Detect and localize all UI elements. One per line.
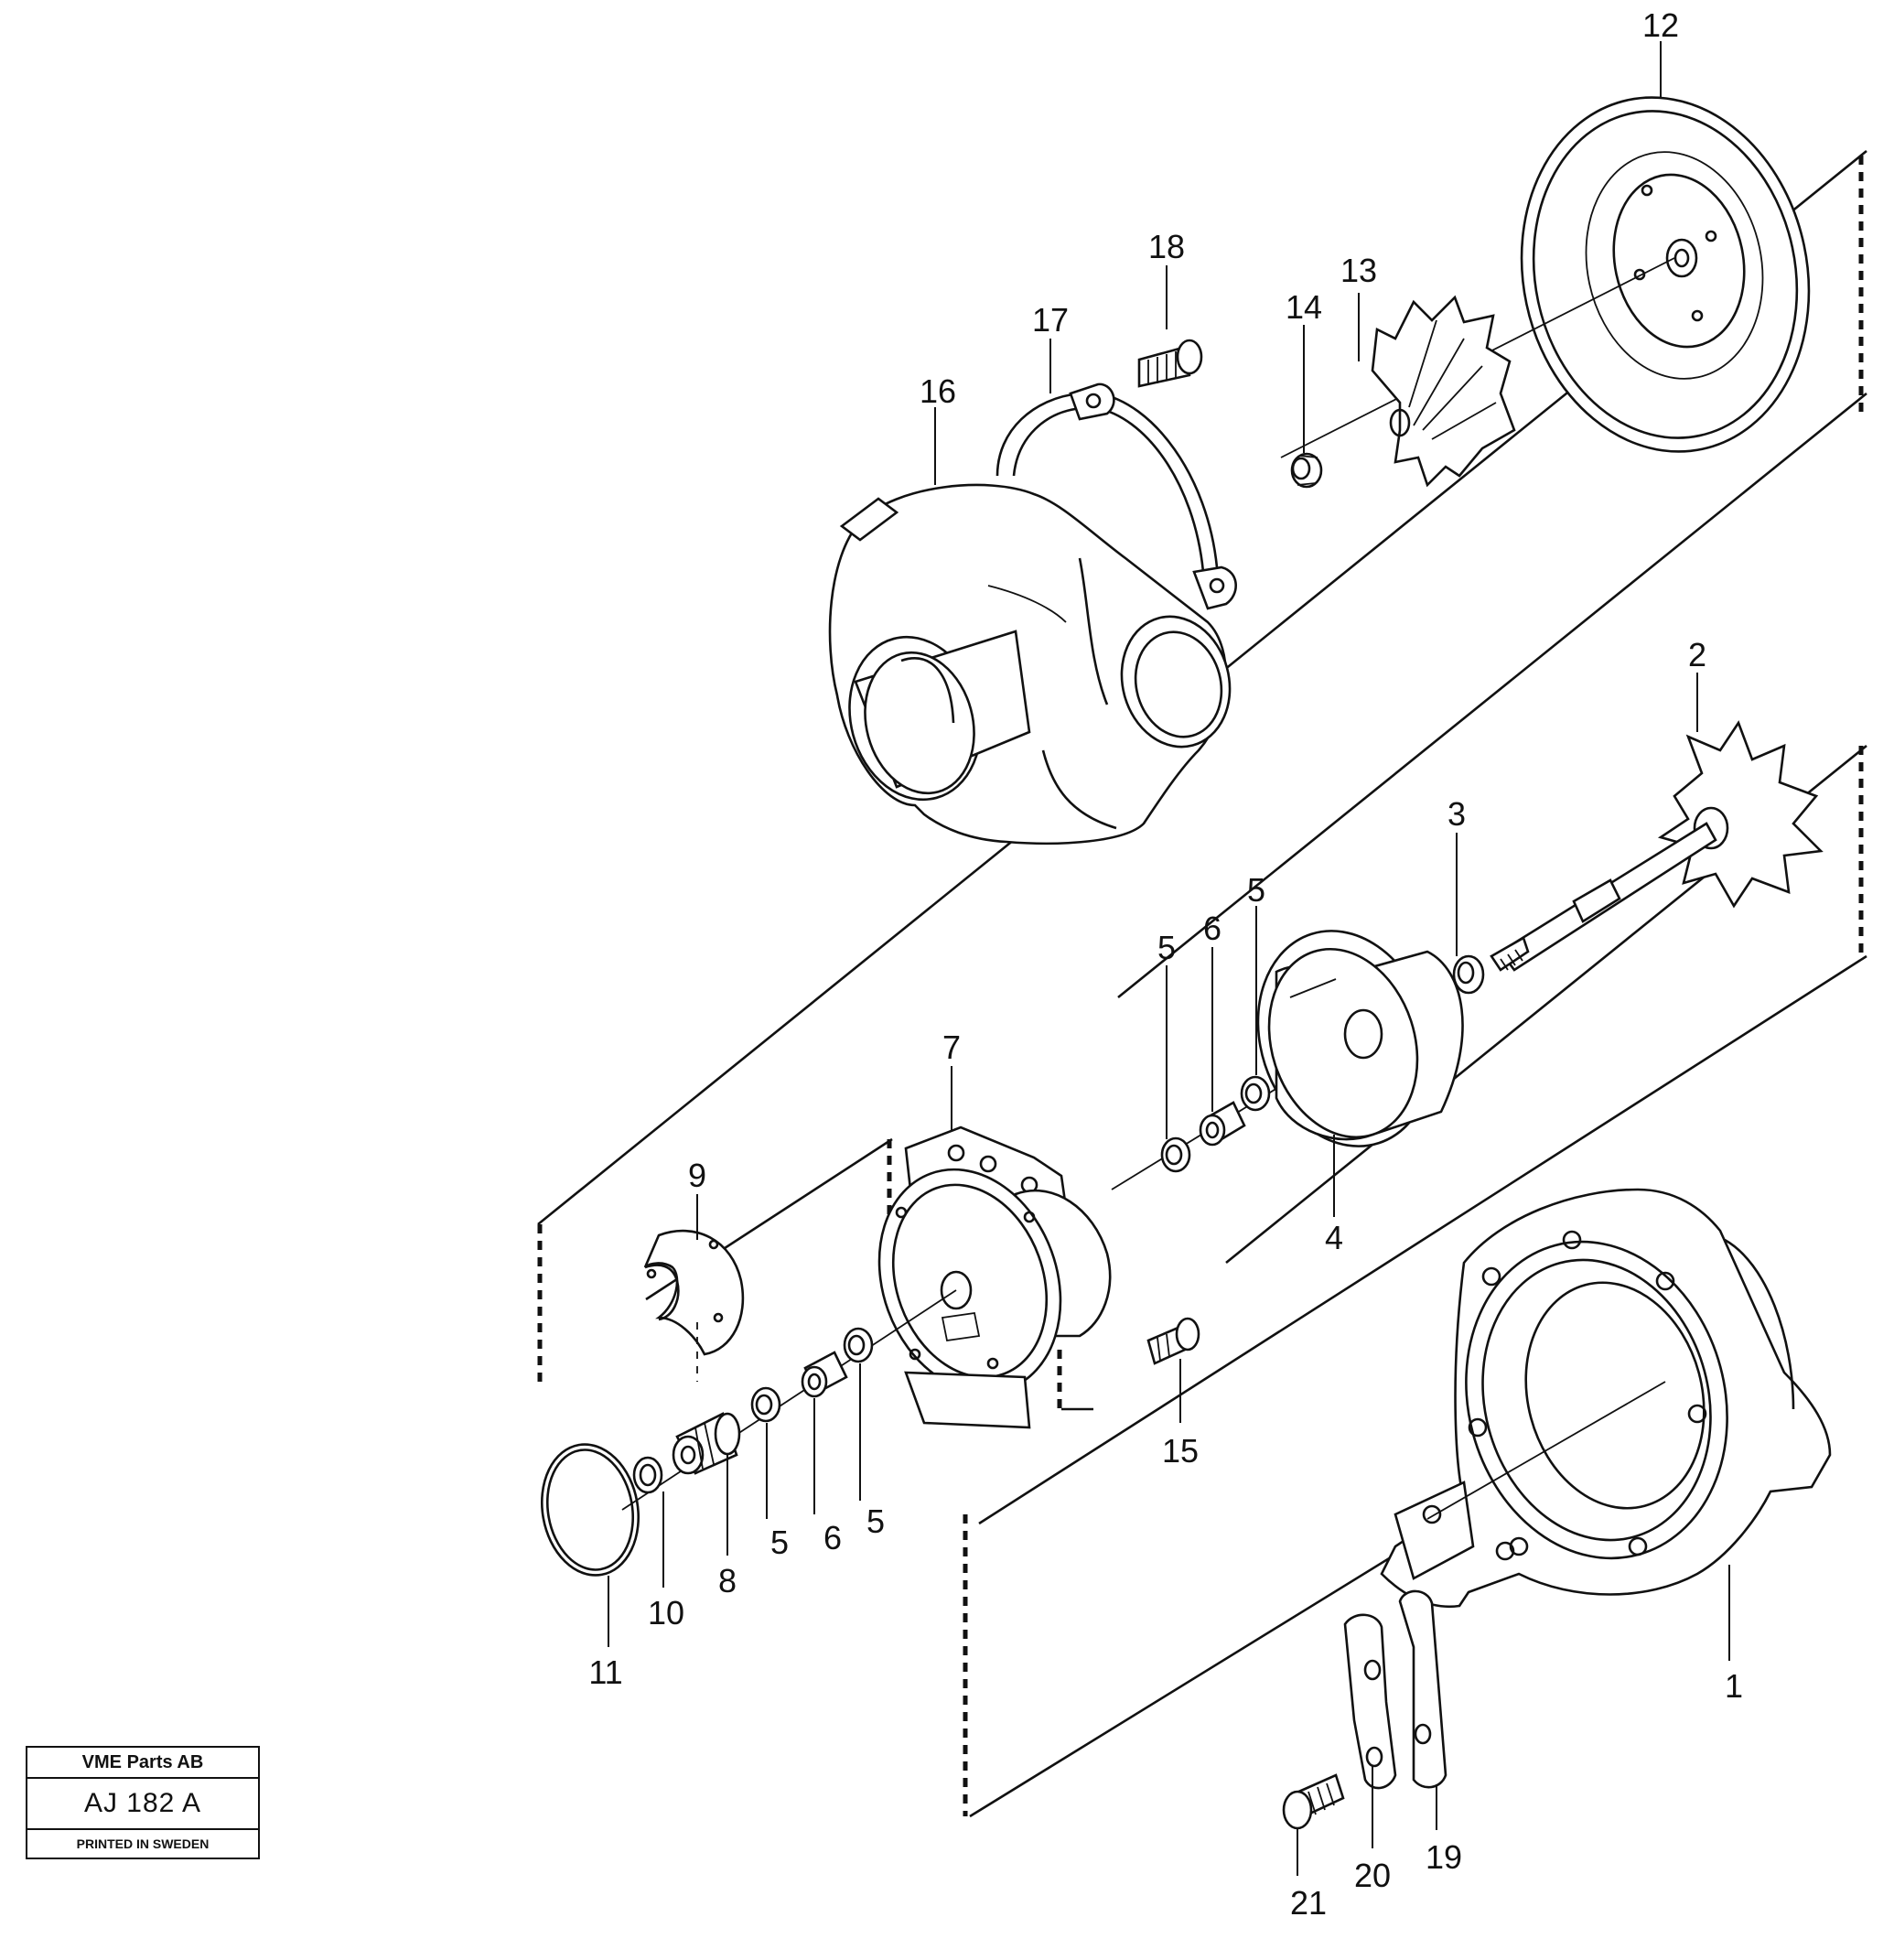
part-16-compressor-housing (828, 483, 1232, 845)
part-9-thrust-bearing (643, 1229, 745, 1356)
label-3: 3 (1447, 795, 1466, 833)
leader-lines (608, 41, 1730, 1876)
part-21-bolt (1282, 1773, 1345, 1830)
part-8-sleeve (672, 1412, 741, 1475)
part-14-nut (1290, 452, 1323, 489)
part-7-center-housing (877, 1125, 1112, 1429)
label-18: 18 (1148, 228, 1185, 265)
frame-lines (537, 149, 1867, 1818)
label-17: 17 (1032, 301, 1069, 339)
label-4: 4 (1325, 1219, 1343, 1256)
label-8: 8 (718, 1562, 737, 1599)
part-15-bolt (1146, 1317, 1200, 1365)
label-6-upper: 6 (1203, 910, 1221, 947)
part-2-turbine-wheel-shaft (1490, 720, 1824, 972)
part-11-o-ring (540, 1443, 640, 1577)
part-19-lock-plate (1398, 1589, 1447, 1789)
part-13-compressor-wheel (1371, 295, 1516, 488)
shaft-line-lower (621, 1289, 957, 1511)
part-18-bolt (1137, 339, 1203, 388)
label-19: 19 (1426, 1838, 1462, 1876)
label-13: 13 (1340, 252, 1377, 289)
label-5-upper-right: 5 (1247, 871, 1265, 909)
label-5-lower-right: 5 (866, 1502, 885, 1540)
title-block: VME Parts AB AJ 182 A PRINTED IN SWEDEN (26, 1746, 260, 1859)
part-17-clamp (995, 382, 1237, 610)
label-21: 21 (1290, 1884, 1327, 1922)
company-name: VME Parts AB (27, 1748, 258, 1779)
label-11: 11 (588, 1653, 622, 1691)
part-5-ring-lower-right (843, 1327, 874, 1363)
part-10-ring (632, 1456, 663, 1494)
label-9: 9 (688, 1157, 706, 1194)
part-6-bearing-upper (1199, 1101, 1246, 1147)
label-2: 2 (1688, 636, 1706, 673)
part-5-ring-upper-left (1160, 1136, 1191, 1173)
part-3-ring (1452, 954, 1485, 995)
part-20-lock-plate (1343, 1613, 1397, 1790)
part-5-ring-upper-right (1240, 1075, 1271, 1112)
label-5-upper-left: 5 (1157, 929, 1176, 966)
shaft-line-housing (1426, 1381, 1666, 1520)
part-12-backplate (1520, 96, 1811, 453)
label-14: 14 (1286, 288, 1322, 326)
part-labels: 12 13 14 18 17 16 2 3 5 6 5 4 7 9 5 6 5 … (588, 6, 1743, 1922)
label-10: 10 (648, 1594, 684, 1632)
drawing-number: AJ 182 A (27, 1779, 258, 1830)
label-16: 16 (920, 372, 956, 410)
label-5-lower-left: 5 (770, 1524, 789, 1561)
label-7: 7 (942, 1028, 961, 1066)
printed-note: PRINTED IN SWEDEN (76, 1836, 210, 1851)
label-15: 15 (1162, 1432, 1199, 1470)
label-12: 12 (1642, 6, 1679, 44)
part-1-turbine-housing (1380, 1188, 1832, 1609)
label-20: 20 (1354, 1857, 1391, 1894)
label-6-lower: 6 (823, 1519, 842, 1556)
part-5-ring-lower-left (750, 1386, 781, 1423)
part-4-heat-shield (1256, 930, 1464, 1147)
part-6-bearing-lower (801, 1351, 848, 1398)
label-1: 1 (1725, 1667, 1743, 1705)
